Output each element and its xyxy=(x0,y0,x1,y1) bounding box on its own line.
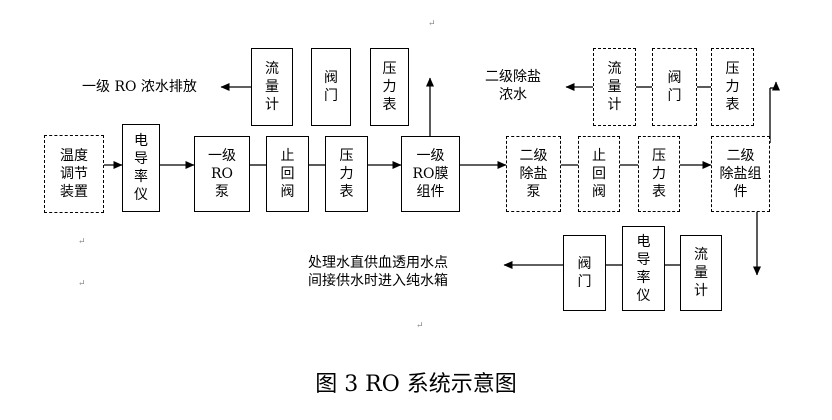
paragraph-mark: ↵ xyxy=(428,19,436,29)
ro-membrane-module-box: 一级 RO膜 组件 xyxy=(401,136,460,212)
valve-box: 阀 门 xyxy=(311,48,351,126)
temperature-control-box: 温度 调节 装置 xyxy=(44,135,104,213)
conductivity-meter-box: 电 导 率 仪 xyxy=(622,226,665,311)
flowmeter-box: 流 量 计 xyxy=(680,235,722,311)
pressure-gauge-box: 压 力 表 xyxy=(325,136,368,212)
desalination-pump-box: 二级 除盐 泵 xyxy=(506,136,561,212)
figure-caption: 图 3 RO 系统示意图 xyxy=(315,372,517,397)
check-valve-box: 止 回 阀 xyxy=(266,136,309,212)
desalination-module-box: 二级 除盐组 件 xyxy=(711,136,770,212)
valve-box: 阀 门 xyxy=(563,235,606,311)
check-valve-box: 止 回 阀 xyxy=(578,136,620,212)
pressure-gauge-box: 压 力 表 xyxy=(370,48,409,126)
product-water-label: 处理水直供血透用水点 间接供水时进入纯水箱 xyxy=(308,255,448,289)
conductivity-meter-box: 电 导 率 仪 xyxy=(122,124,160,212)
paragraph-mark: ↵ xyxy=(78,279,86,289)
flowmeter-box: 流 量 计 xyxy=(251,48,293,126)
stage1-discharge-label: 一级 RO 浓水排放 xyxy=(82,79,197,95)
paragraph-mark: ↵ xyxy=(78,237,86,247)
pressure-gauge-box: 压 力 表 xyxy=(638,136,680,212)
stage2-concentrate-label: 二级除盐 浓水 xyxy=(485,69,541,103)
paragraph-mark: ↵ xyxy=(416,321,424,331)
ro-pump-box: 一级 RO 泵 xyxy=(194,136,250,212)
flowmeter-box: 流 量 计 xyxy=(593,48,636,126)
pressure-gauge-box: 压 力 表 xyxy=(711,48,754,126)
valve-box: 阀 门 xyxy=(652,48,697,126)
